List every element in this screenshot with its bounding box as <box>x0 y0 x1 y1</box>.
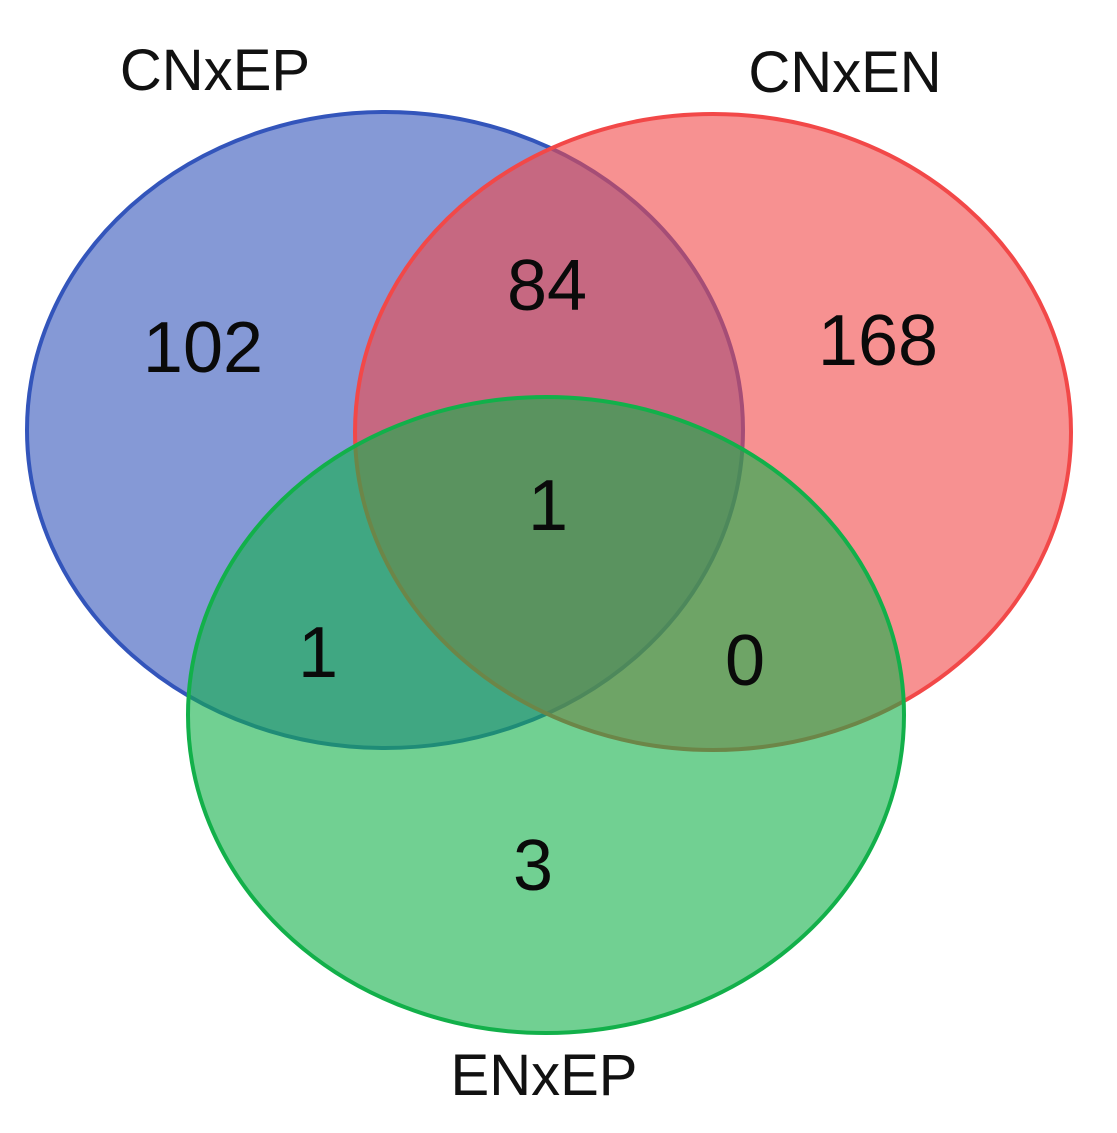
set-label-enxep: ENxEP <box>451 1043 638 1108</box>
count-cnxen-enxep: 0 <box>725 621 765 701</box>
count-all-three: 1 <box>528 466 568 546</box>
set-label-cnxep: CNxEP <box>120 38 310 103</box>
count-cnxep-enxep: 1 <box>298 613 338 693</box>
count-cnxep-only: 102 <box>143 308 263 388</box>
count-cnxen-only: 168 <box>818 301 938 381</box>
count-cnxep-cnxen: 84 <box>507 246 587 326</box>
set-circle-enxep <box>186 395 906 1035</box>
set-label-cnxen: CNxEN <box>748 40 941 105</box>
count-enxep-only: 3 <box>513 826 553 906</box>
